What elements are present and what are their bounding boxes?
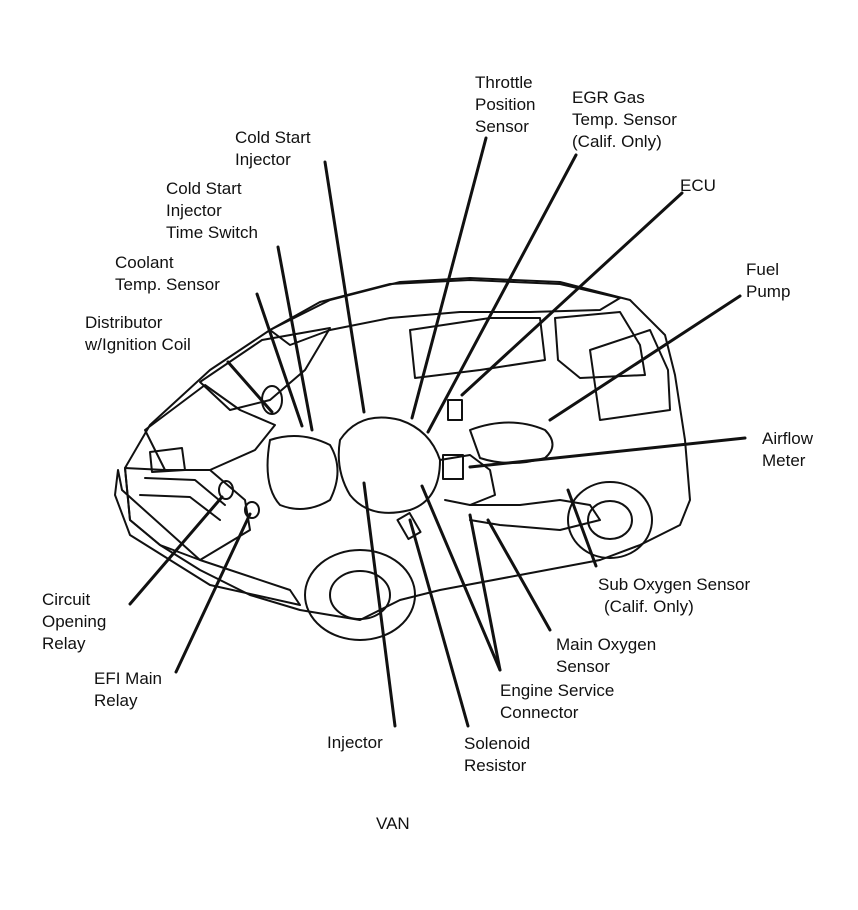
label-throttle-position-sensor: Throttle Position Sensor xyxy=(475,73,536,136)
van-grille-line-1 xyxy=(144,477,226,506)
ecu-part xyxy=(447,399,463,421)
van-windshield xyxy=(199,327,331,411)
efi-main-relay-part xyxy=(244,501,260,519)
fuel-tank xyxy=(469,421,554,464)
van-side-window-2 xyxy=(554,311,646,379)
leader-throttle-position-sensor xyxy=(410,136,488,420)
label-engine-service-connector: Engine Service Connector xyxy=(500,681,615,722)
label-circuit-opening-relay: Circuit Opening Relay xyxy=(42,590,107,653)
front-wheel-hub xyxy=(329,570,391,620)
leader-circuit-opening-relay xyxy=(128,495,224,606)
label-sub-oxygen-sensor: Sub Oxygen Sensor (Calif. Only) xyxy=(598,575,751,616)
air-duct xyxy=(439,454,496,506)
leader-efi-main-relay xyxy=(174,512,252,674)
label-main-oxygen-sensor: Main Oxygen Sensor xyxy=(556,635,657,676)
leader-sub-oxygen-sensor xyxy=(566,488,598,568)
airflow-meter-part xyxy=(442,454,464,480)
leader-fuel-pump xyxy=(548,294,742,422)
label-egr-gas-temp-sensor: EGR Gas Temp. Sensor (Calif. Only) xyxy=(572,88,677,151)
label-cold-start-injector: Cold Start Injector xyxy=(235,128,311,169)
van-front-bumper xyxy=(114,469,301,606)
leader-main-oxygen-sensor xyxy=(486,518,552,632)
leader-distributor-ignition-coil xyxy=(226,360,274,414)
van-roof xyxy=(269,279,621,346)
label-distributor-ignition-coil: Distributor w/Ignition Coil xyxy=(85,313,191,354)
label-fuel-pump: Fuel Pump xyxy=(746,260,791,301)
exhaust-pipe xyxy=(469,499,601,531)
label-injector: Injector xyxy=(327,733,383,752)
van-rear-window xyxy=(589,329,671,421)
van-grille xyxy=(124,467,251,561)
leader-injector xyxy=(362,481,397,728)
leader-coolant-temp-sensor xyxy=(255,292,304,428)
leader-solenoid-resistor xyxy=(408,518,470,728)
leader-egr-gas-temp-sensor xyxy=(426,153,578,434)
leader-cold-start-injector-time-switch xyxy=(276,245,314,432)
van-body-outline xyxy=(124,277,691,621)
leader-cold-start-injector xyxy=(323,160,366,414)
label-coolant-temp-sensor: Coolant Temp. Sensor xyxy=(115,253,220,294)
leader-airflow-meter xyxy=(468,436,747,469)
label-efi-main-relay: EFI Main Relay xyxy=(94,669,163,710)
label-airflow-meter: Airflow Meter xyxy=(762,429,814,470)
label-solenoid-resistor: Solenoid Resistor xyxy=(464,734,531,775)
front-wheel xyxy=(304,549,416,641)
caption-van: VAN xyxy=(376,814,410,833)
leader-engine-service-connector-2 xyxy=(468,513,502,672)
solenoid-resistor-part xyxy=(396,511,422,541)
engine-manifold xyxy=(266,435,339,510)
label-ecu: ECU xyxy=(680,176,716,195)
van-hood xyxy=(144,384,276,471)
leader-engine-service-connector-1 xyxy=(420,484,502,672)
circuit-opening-relay-part xyxy=(218,480,234,500)
engine-block xyxy=(337,416,441,514)
van-headlight xyxy=(149,447,186,473)
label-cold-start-injector-time-switch: Cold Start Injector Time Switch xyxy=(166,179,258,242)
rear-wheel xyxy=(567,481,653,559)
rear-wheel-hub xyxy=(587,500,633,540)
leader-ecu xyxy=(460,191,684,397)
